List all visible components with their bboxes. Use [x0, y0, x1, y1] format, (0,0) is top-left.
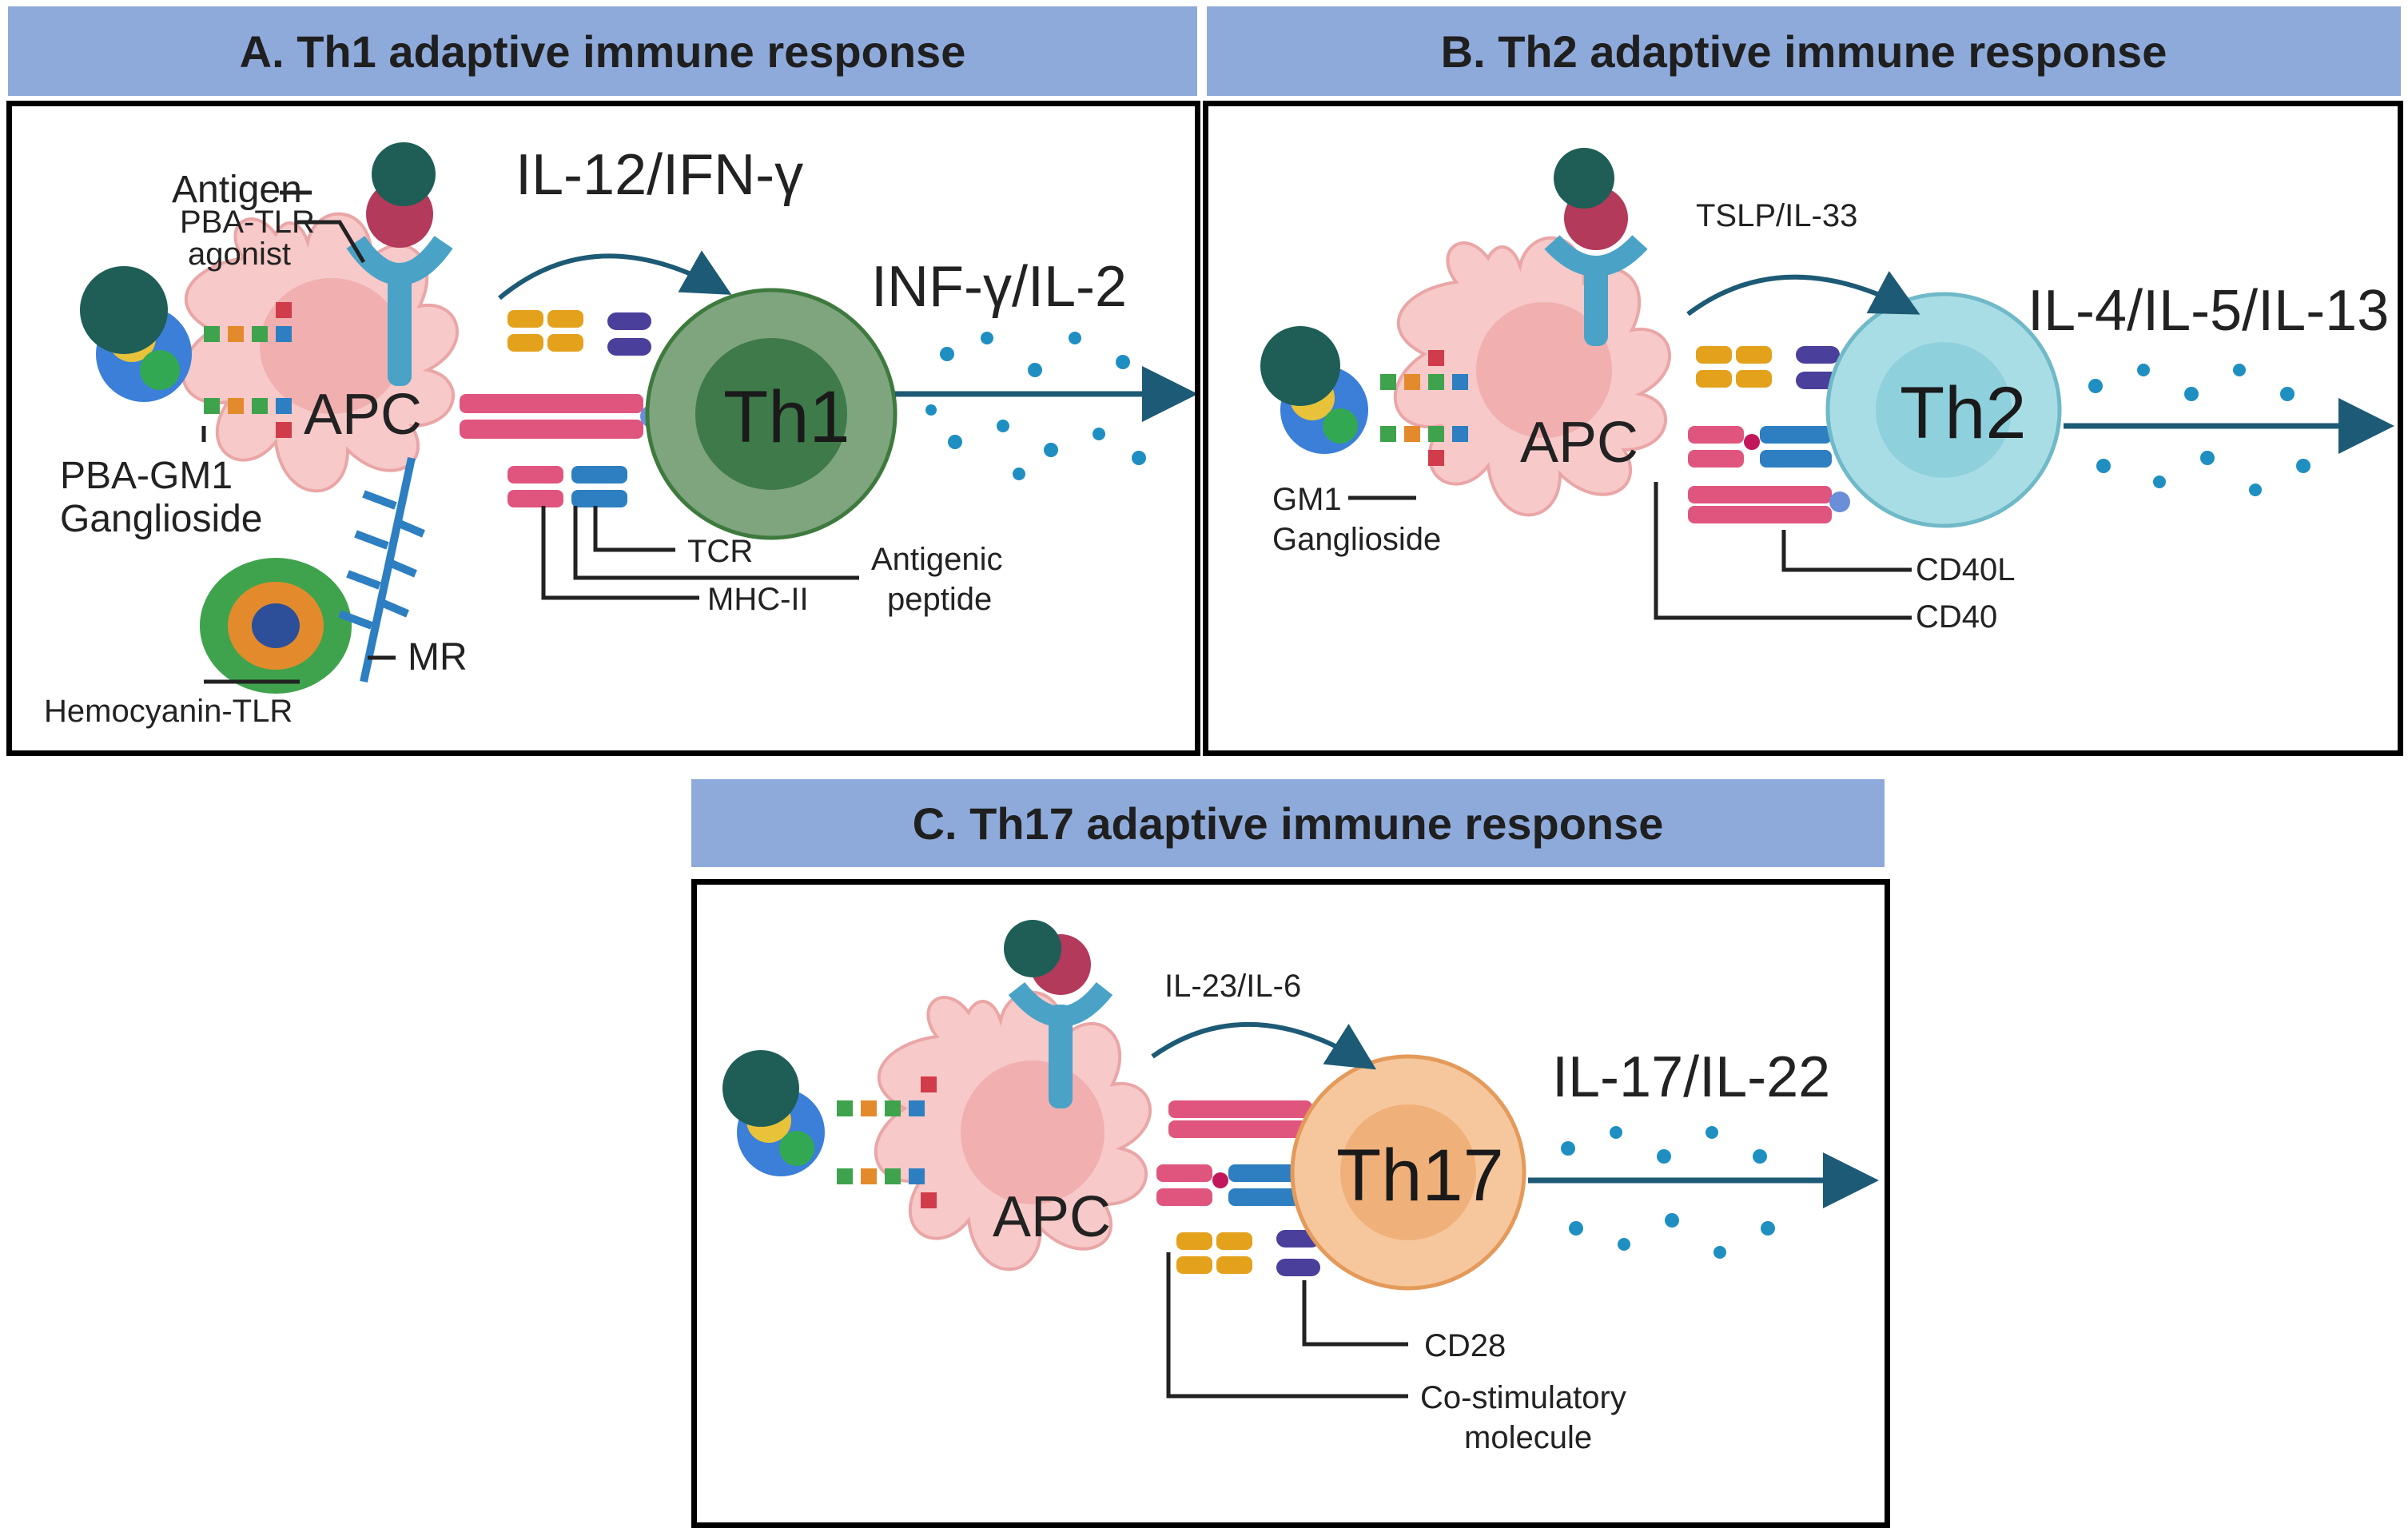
th17-cell — [1290, 1054, 1526, 1291]
cd40l-label: CD40L — [1916, 552, 2016, 587]
glycan-chains — [837, 1076, 937, 1208]
receptor-complexes — [1688, 346, 1850, 523]
callout-lines — [1166, 1252, 1408, 1399]
th1-cell — [645, 288, 898, 540]
tlr-receptor — [346, 142, 453, 386]
cd40-label: CD40 — [1916, 599, 1997, 635]
ganglioside-label: Ganglioside — [60, 498, 263, 540]
panel-c-diagram: APC — [722, 920, 1879, 1455]
cytokine-arc — [498, 250, 732, 300]
pba-gm1-particle — [722, 1050, 825, 1176]
th2-cell — [1825, 292, 2062, 528]
gm1-particle — [1260, 326, 1368, 454]
tlr-receptor — [1004, 920, 1113, 1108]
cd28-label: CD28 — [1424, 1328, 1506, 1363]
th17-label: Th17 — [1336, 1135, 1504, 1216]
peptide-label: peptide — [887, 582, 992, 617]
pba-gm1-label: PBA-GM1 — [60, 455, 233, 497]
apc-cell — [874, 990, 1152, 1271]
agonist-label: agonist — [188, 237, 291, 272]
glycan-chains — [204, 302, 292, 438]
panel-b-diagram: APC — [1260, 148, 2394, 635]
cytokine-in-label: IL-12/IFN-γ — [515, 143, 803, 207]
pba-tlr-label: PBA-TLR — [180, 205, 315, 240]
hemocyanin-label: Hemocyanin-TLR — [44, 694, 293, 729]
header-panel-a: A. Th1 adaptive immune response — [8, 6, 1197, 96]
header-panel-c: C. Th17 adaptive immune response — [691, 779, 1885, 867]
cytokine-in-label: TSLP/IL-33 — [1696, 198, 1857, 233]
mannose-receptor — [338, 456, 425, 683]
callout-lines — [201, 190, 859, 684]
callout-lines — [1348, 482, 1912, 620]
cytokine-dots — [2088, 364, 2310, 496]
panel-a-diagram: APC — [44, 142, 1195, 729]
cytokine-arc — [1686, 270, 1920, 316]
apc-label: APC — [304, 383, 422, 447]
tlr-receptor — [1544, 148, 1648, 346]
cytokine-out-label: IL-17/IL-22 — [1552, 1045, 1830, 1109]
cytokine-out-label: IL-4/IL-5/IL-13 — [2028, 279, 2389, 343]
cytokine-dots — [1561, 1126, 1775, 1259]
th2-label: Th2 — [1900, 372, 2027, 454]
tcr-label: TCR — [687, 534, 753, 569]
panel-a: APC — [6, 101, 1200, 756]
header-panel-b: B. Th2 adaptive immune response — [1207, 6, 2401, 96]
receptor-complexes — [460, 310, 663, 507]
cytokine-arc — [1151, 1022, 1377, 1070]
mr-label: MR — [408, 636, 468, 678]
costim-label-line1: Co-stimulatory — [1420, 1380, 1626, 1415]
apc-label: APC — [993, 1185, 1111, 1249]
cytokine-dots — [925, 332, 1146, 480]
apc-label: APC — [1520, 411, 1638, 475]
panel-c: APC — [691, 879, 1890, 1528]
gm1-label: GM1 — [1272, 482, 1342, 517]
costim-label-line2: molecule — [1464, 1420, 1592, 1455]
hemocyanin-particle — [200, 558, 352, 694]
cytokine-out-label: INF-γ/IL-2 — [871, 255, 1127, 319]
th1-label: Th1 — [723, 376, 850, 458]
glycan-chains — [1380, 350, 1468, 466]
cytokine-in-label: IL-23/IL-6 — [1164, 969, 1301, 1004]
receptor-complexes — [1156, 1100, 1331, 1276]
pba-gm1-particle — [80, 266, 192, 402]
antigen-label: Antigen — [172, 169, 302, 211]
antigenic-label: Antigenic — [871, 542, 1003, 577]
mhc-label: MHC-II — [707, 582, 809, 617]
ganglioside-label: Ganglioside — [1272, 522, 1441, 557]
panel-b: APC — [1203, 101, 2403, 756]
